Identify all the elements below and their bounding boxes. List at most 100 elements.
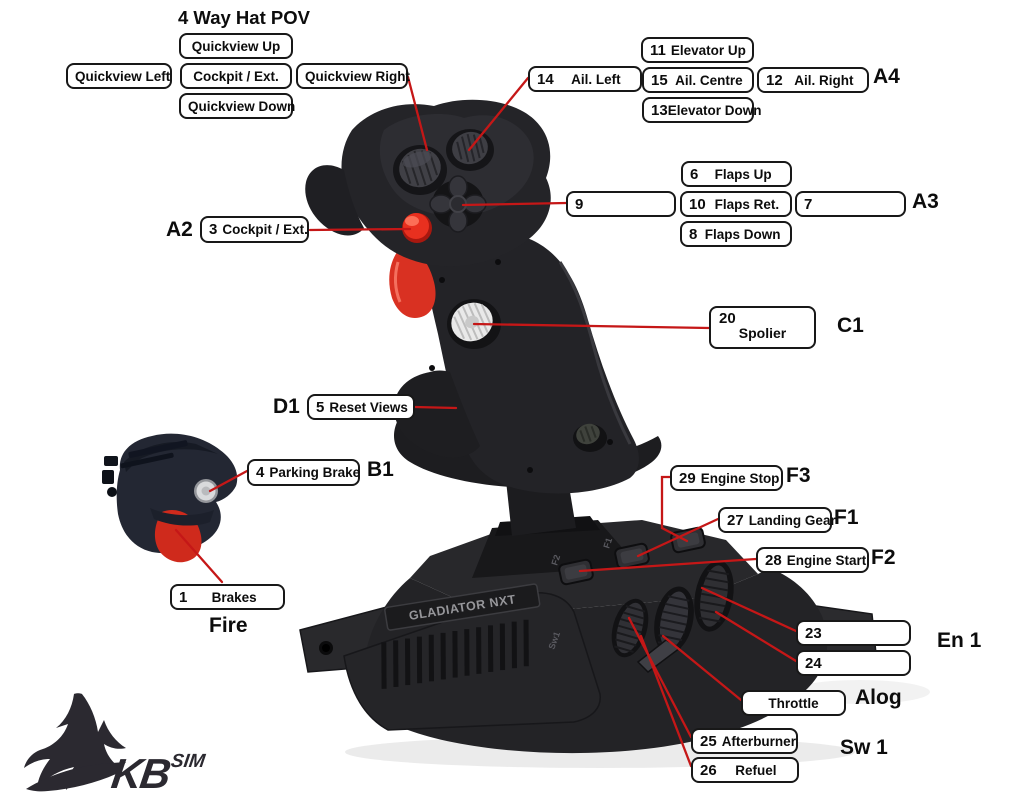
button-number: 15 [651,71,668,89]
group-label-alog: Alog [855,686,902,709]
button-number: 1 [179,588,188,606]
button-number: 28 [765,551,782,569]
group-label-a4: A4 [873,65,900,88]
group-label-fire: Fire [209,614,248,637]
button-action: Spolier [738,324,787,341]
group-label-sw1: Sw 1 [840,736,888,759]
button-number: 8 [689,225,698,243]
print-f2: F2 [549,554,562,567]
button-number: 7 [804,195,813,213]
callout-spoiler: 20 Spolier [709,306,816,349]
callout-cockpit-ext-center: Cockpit / Ext. [180,63,292,89]
callout-flaps-ret: 10 Flaps Ret. [680,191,792,217]
button-number: 4 [256,464,265,481]
button-action: Ail. Centre [675,72,743,88]
button-action: Parking Brake [269,465,361,480]
callout-parking-brake: 4 Parking Brake [247,459,360,486]
button-number: 6 [690,165,699,183]
throttle-wheel [636,586,694,673]
button-number: 11 [650,41,666,59]
callout-cockpit-ext-3: 3 Cockpit / Ext. [200,216,309,243]
callout-label: Quickview Right [305,68,411,84]
button-number: 26 [700,761,717,779]
group-label-a3: A3 [912,190,939,213]
callout-label: Cockpit / Ext. [193,68,279,84]
button-action: Flaps Down [704,226,781,242]
callout-ail-right: 12 Ail. Right [757,67,869,93]
callout-ail-left: 14 Ail. Left [528,66,642,92]
button-action: Elevator Up [670,42,746,58]
group-label-b1: B1 [367,458,394,481]
button-number: 25 [700,732,717,750]
callout-elevator-down: 13 Elevator Down [642,97,761,123]
callout-quickview-up: Quickview Up [179,33,293,59]
spoiler-wheel [451,302,493,342]
callout-label: Quickview Left [75,68,171,84]
group-label-f3: F3 [786,464,811,487]
button-action: Afterburner [721,733,796,749]
callout-afterburner: 25 Afterburner [691,728,798,754]
button-f1 [614,542,650,570]
callout-axis-7: 7 [795,191,906,217]
button-action: Engine Start [786,552,867,568]
button-f2 [558,558,594,586]
button-number: 27 [727,511,744,529]
pinky-hat [576,423,600,445]
sw1-wheel [611,598,649,658]
button-action: Elevator Down [667,102,762,118]
button-action: Flaps Ret. [714,196,780,212]
button-number: 12 [766,71,783,89]
callout-ail-centre: 15 Ail. Centre [642,67,754,93]
en1-wheel [694,560,734,632]
callout-quickview-right: Quickview Right [296,63,411,89]
button-action: Throttle [768,695,819,711]
group-label-a2: A2 [166,218,193,241]
button-number: 29 [679,469,696,487]
callout-encoder-24: 24 [796,650,911,676]
button-action: Reset Views [329,399,408,415]
callout-refuel: 26 Refuel [691,757,799,783]
print-f1: F1 [601,537,614,550]
group-label-c1: C1 [837,314,864,337]
joystick-base: GLADIATOR NXT [299,516,877,754]
button-action: Engine Stop [700,470,780,486]
group-label-f1: F1 [834,506,859,529]
group-label-f2: F2 [871,546,896,569]
button-number: 14 [537,70,554,88]
logo-sim-text: SIM [169,751,206,772]
button-action: Cockpit / Ext. [222,222,308,237]
group-label-en1: En 1 [937,629,982,652]
callout-quickview-down: Quickview Down [179,93,296,119]
button-action: Ail. Right [794,72,854,88]
button-action: Landing Gear [748,512,836,528]
button-number: 10 [689,195,706,213]
callout-quickview-left: Quickview Left [66,63,172,89]
callout-flaps-up: 6 Flaps Up [681,161,792,187]
callout-elevator-up: 11 Elevator Up [641,37,754,63]
button-number: 3 [209,221,218,238]
callout-encoder-23: 23 [796,620,911,646]
vent-slats [381,619,529,689]
hat-pov-title: 4 Way Hat POV [178,7,310,28]
callout-engine-start: 28 Engine Start [756,547,869,573]
button-number: 5 [316,398,325,416]
callout-landing-gear: 27 Landing Gear [718,507,836,533]
callout-brakes: 1 Brakes [170,584,285,610]
group-label-d1: D1 [273,395,300,418]
inset-grip-photo [102,433,238,563]
callout-throttle: Throttle [741,690,846,716]
button-number: 20 [719,310,736,327]
button-number: 24 [805,654,822,672]
button-number: 9 [575,195,584,213]
button-action: Ail. Left [571,71,621,87]
logo-kb-text: KB [108,750,173,798]
hat-right [452,131,488,165]
button-action: Flaps Up [714,166,772,182]
callout-label: Quickview Down [188,98,296,114]
callout-flaps-down: 8 Flaps Down [680,221,792,247]
callout-reset-views: 5 Reset Views [307,394,415,420]
pov-hat-left [399,148,441,188]
button-number: 23 [805,624,822,642]
